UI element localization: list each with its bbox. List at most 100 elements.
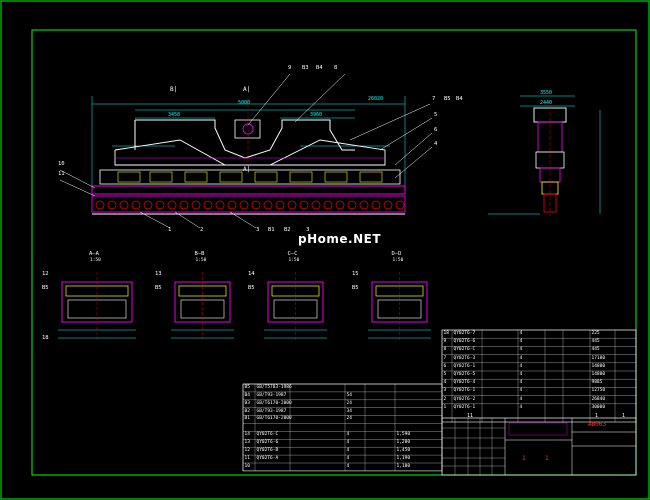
section-scale: 1:50 — [90, 258, 101, 263]
parts-list-right-cell: 3 — [443, 388, 447, 394]
section-mark: 13 — [155, 271, 162, 277]
parts-list-left-cell: 24 — [346, 416, 352, 422]
parts-list-left-cell: QY02T6-B — [256, 448, 279, 453]
leader-label: B4 — [316, 65, 323, 71]
section-mark: 18 — [42, 335, 49, 341]
watermark: pHome.NET — [298, 232, 382, 246]
wheel-row — [95, 200, 405, 210]
parts-list-left-cell: B4 — [244, 392, 250, 398]
section-scale: 1:50 — [288, 258, 300, 263]
parts-list-right-header: 1 — [622, 413, 626, 419]
parts-list-right-cell: QY02T6-1 — [453, 404, 476, 410]
section-mark: 14 — [248, 271, 255, 277]
parts-list-right-cell: QY02T6-5 — [453, 372, 476, 377]
main-view-label-left: B| — [170, 86, 178, 93]
leader-label: 10 — [58, 161, 65, 167]
section-mark: B5 — [248, 285, 255, 291]
side-dimension-top: 3550 — [540, 90, 553, 96]
leader-label: 8 — [334, 65, 338, 71]
parts-list-right-cell: 18 — [443, 331, 449, 336]
parts-list-right-cell: QY02T6-7 — [453, 331, 476, 336]
dimension-overall: 26020 — [368, 96, 384, 102]
parts-list-left-cell: GB/T6170-2000 — [256, 400, 292, 406]
leader-label: 3 — [306, 227, 310, 233]
section-name: A—A — [89, 251, 99, 257]
parts-list-left-cell: 4 — [346, 440, 350, 446]
parts-list-right-cell: QY02T6-4 — [453, 380, 476, 386]
section-scale: 1:50 — [392, 258, 404, 263]
parts-list-right-cell: QY02T6-C — [453, 347, 476, 353]
section-name: B—B — [194, 251, 205, 257]
leader-label: 4 — [434, 141, 438, 147]
leader-label: 6 — [434, 127, 438, 133]
parts-list-right-cell: 9 — [443, 339, 447, 345]
drawing-number: AB063 — [588, 421, 607, 428]
leader-label: B2 — [284, 227, 291, 233]
leader-label: 3 — [256, 227, 260, 233]
parts-list-right-cell: 4 — [519, 363, 523, 369]
parts-list-right-cell: 4 — [519, 339, 523, 345]
parts-list-right-cell: 4 — [519, 404, 523, 410]
parts-list-left-cell: GB/T93-1987 — [256, 392, 287, 398]
parts-list-left-cell: 1,100 — [396, 463, 411, 469]
parts-list-right-cell: 17180 — [591, 355, 606, 361]
dimension-main-width: 5000 — [238, 100, 251, 106]
parts-list-left-cell: 4 — [346, 432, 350, 438]
parts-list-left-cell: B3 — [244, 400, 250, 406]
main-view-label-bottom: A| — [243, 166, 251, 173]
parts-list-left-cell: B1 — [244, 416, 250, 422]
parts-list-right-cell: 8 — [443, 347, 447, 353]
parts-list-right-cell: QY02T6-1 — [453, 388, 476, 394]
parts-list-right-cell: 4 — [519, 331, 523, 336]
parts-list-left-cell: 54 — [346, 392, 352, 398]
side-dimension-second: 2440 — [540, 100, 553, 106]
title-mark-1: 1 — [522, 455, 526, 462]
parts-list-right-header: 1 — [595, 413, 599, 419]
main-view-label-top: A| — [243, 86, 251, 93]
section-view — [58, 272, 136, 342]
parts-list-right-cell: 2 — [443, 396, 447, 402]
section-mark: B5 — [352, 285, 359, 291]
drawing-border — [31, 29, 637, 476]
parts-list-right-cell: 445 — [591, 347, 600, 353]
parts-list-right-cell: 30000 — [591, 404, 606, 410]
parts-list-right-cell: 4 — [519, 388, 523, 394]
section-mark: 12 — [42, 271, 49, 277]
parts-list-right-cell: 6 — [443, 363, 447, 369]
parts-list-left-cell: 4 — [346, 448, 350, 453]
parts-list-right-cell: 225 — [591, 331, 600, 336]
parts-list-right-cell: 14800 — [591, 372, 606, 377]
side-view — [488, 95, 601, 216]
leader-label: 7 — [432, 96, 436, 102]
parts-list-right-cell: QY02T6-2 — [453, 396, 476, 402]
parts-list-right-header: 11 — [467, 413, 474, 419]
parts-list-left — [242, 383, 443, 472]
parts-list-left-cell: 1,190 — [396, 455, 411, 461]
parts-list-left-cell: QY02T6-C — [256, 432, 279, 438]
parts-list-right-cell: 4 — [519, 347, 523, 353]
parts-list-right-cell: QY02T6-1 — [453, 363, 476, 369]
parts-list-left-cell: 11 — [244, 455, 250, 461]
leader-label: B5 — [444, 96, 451, 102]
section-name: C—C — [287, 251, 298, 257]
parts-list-right-cell: 5 — [443, 372, 447, 377]
leader-label: 11 — [58, 171, 65, 177]
parts-list-left-cell: 24 — [346, 400, 352, 406]
parts-list-right-cell: 1 — [443, 404, 447, 410]
parts-list-right-cell: 4 — [519, 396, 523, 402]
parts-list-left-cell: GB/T93-1987 — [256, 408, 287, 414]
leader-label: 2 — [200, 227, 204, 233]
parts-list-right-cell: QY02T6-3 — [453, 355, 476, 361]
parts-list-right-cell: 445 — [591, 339, 600, 345]
parts-list-left-cell: B5 — [244, 384, 250, 390]
parts-list-right-cell: QY02T6-6 — [453, 339, 476, 345]
parts-list-right-cell: 26840 — [591, 396, 606, 402]
title-block — [441, 417, 637, 476]
section-mark: B5 — [42, 285, 49, 291]
parts-list-right-cell: 4 — [443, 380, 447, 386]
parts-list-left-cell: 34 — [346, 408, 352, 414]
section-scale: 1:50 — [195, 258, 207, 263]
parts-list-left-cell: QY02T6-A — [256, 455, 279, 461]
